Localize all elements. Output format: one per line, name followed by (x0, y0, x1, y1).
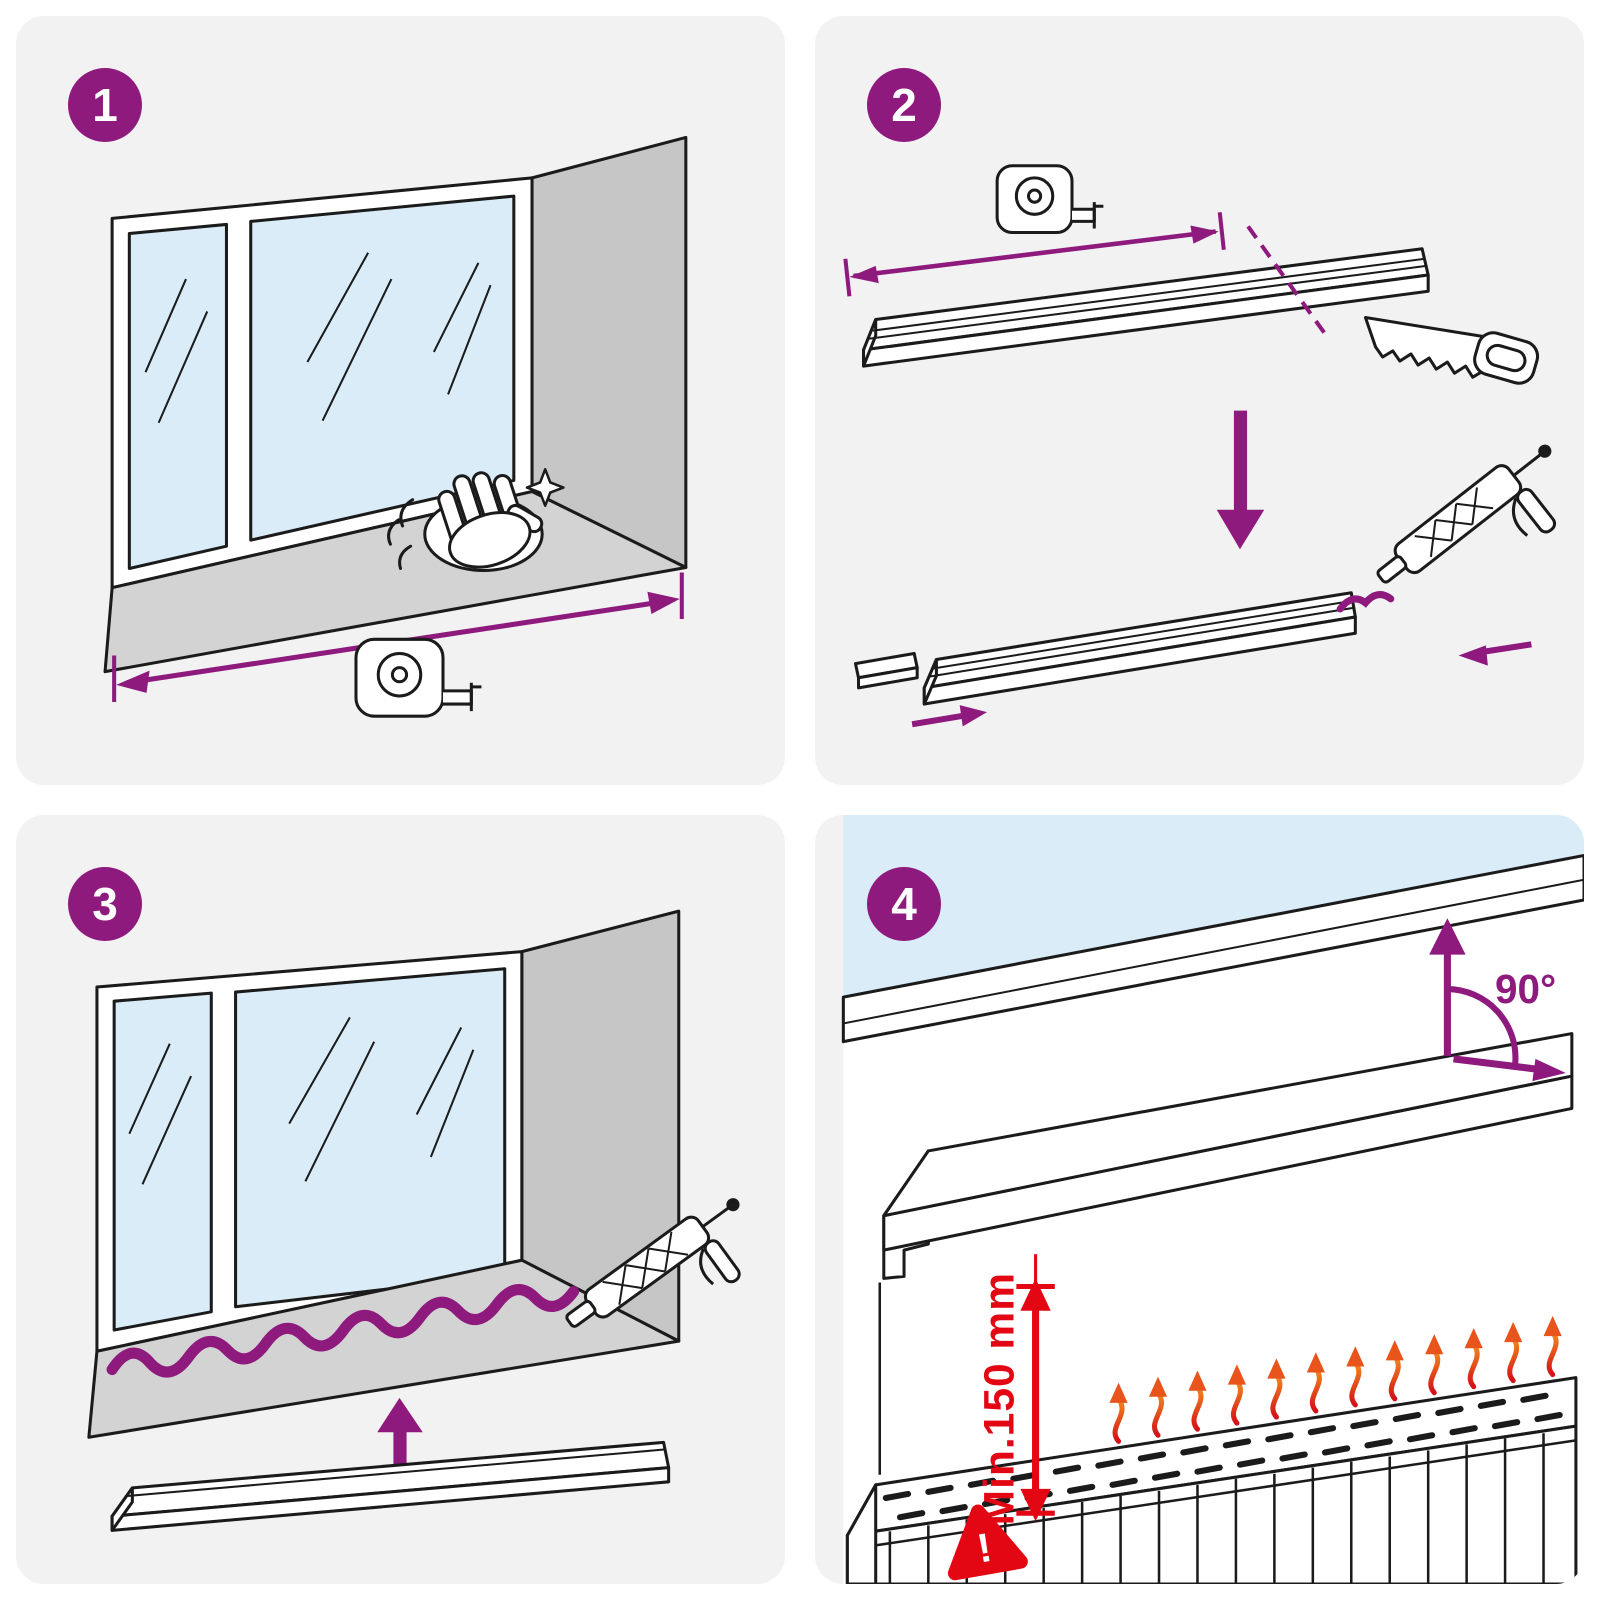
step-number-3: 3 (92, 878, 118, 930)
step-panel-4: 90° Min.150 mm ! 4 (815, 815, 1584, 1584)
sparkle-icon (525, 468, 565, 507)
sill-board (862, 247, 1430, 368)
handsaw-icon (1363, 316, 1540, 385)
window-frame-inner-line (843, 878, 1584, 1025)
measuring-tape-icon (995, 164, 1104, 235)
step-1-illustration (103, 135, 688, 718)
adhesive-bead-squiggle (106, 1284, 580, 1378)
heat-arrows (1109, 1315, 1562, 1444)
window-glass-right (249, 194, 516, 542)
step-number-4: 4 (891, 878, 917, 930)
sill-board (110, 1440, 671, 1532)
step-4-illustration: 90° Min.150 mm ! (841, 815, 1584, 1584)
end-cap-strip (853, 651, 919, 690)
up-arrow (377, 1397, 423, 1475)
caulk-gun-icon (565, 1198, 741, 1328)
down-arrow (1216, 410, 1265, 550)
window (87, 909, 681, 1439)
caulk-gun-icon (1376, 444, 1557, 584)
cleaning-hand-icon (387, 471, 544, 573)
measuring-tape-icon (354, 637, 482, 718)
motion-lines (387, 498, 415, 570)
step-badge-4: 4 (867, 867, 941, 941)
step-badge-2: 2 (867, 68, 941, 142)
step-panel-1: 1 (16, 16, 785, 785)
window (103, 135, 688, 674)
radiator-slots-row-1 (882, 1392, 1549, 1502)
step-badge-3: 3 (68, 867, 142, 941)
angle-label: 90° (1495, 966, 1556, 1012)
step-panel-2: 2 (815, 16, 1584, 785)
step-panel-3: 3 (16, 815, 785, 1584)
step-number-2: 2 (891, 79, 917, 131)
adhesive-bead (1336, 591, 1395, 613)
slide-arrow-left (911, 705, 988, 728)
step-2-illustration (843, 164, 1557, 728)
right-angle-indicator: 90° (1429, 918, 1566, 1082)
clearance-label: Min.150 mm (976, 1272, 1023, 1525)
length-dimension-arrow (843, 212, 1226, 297)
hand (437, 471, 544, 569)
glass-reflections (128, 1016, 475, 1185)
window-glass-right (234, 967, 507, 1309)
step-3-illustration (87, 909, 741, 1532)
glass-reflections (144, 252, 492, 424)
window-sill-surface (87, 1258, 681, 1439)
window-glass (843, 815, 1584, 998)
step-number-1: 1 (92, 79, 118, 131)
sill-board (882, 1032, 1574, 1280)
window-glass-left (112, 991, 213, 1332)
cut-sill-board (922, 591, 1357, 706)
clearance-indicator: Min.150 mm (976, 1254, 1055, 1525)
warning-triangle-icon: ! (947, 1504, 1028, 1581)
step-badge-1: 1 (68, 68, 142, 142)
window-frame (841, 853, 1584, 1044)
window-glass-left (127, 222, 228, 570)
slide-arrow-right (1458, 641, 1532, 666)
